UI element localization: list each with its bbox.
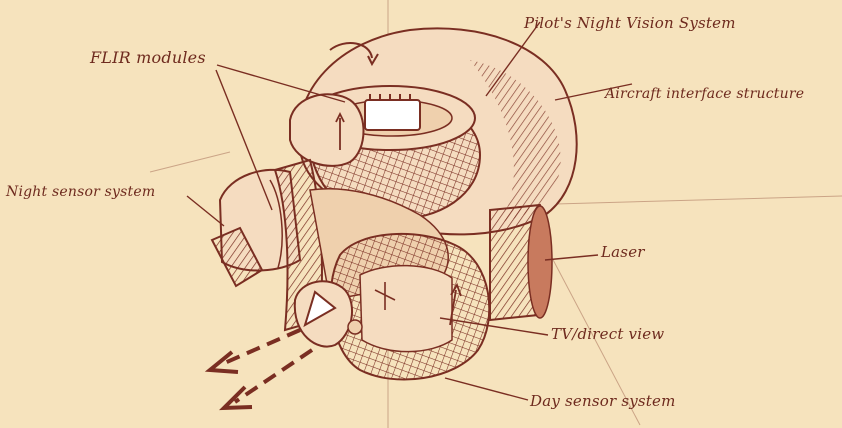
day-sensor-system-shape (330, 234, 489, 380)
label-tv-direct-view: TV/direct view (551, 325, 664, 343)
laser-shape (490, 205, 552, 320)
label-laser: Laser (601, 243, 645, 261)
label-pilots-night-vision-system: Pilot's Night Vision System (524, 14, 736, 32)
label-flir-modules: FLIR modules (90, 48, 206, 67)
flir-dome (290, 94, 364, 166)
label-day-sensor-system: Day sensor system (530, 392, 676, 410)
output-arrows (210, 330, 312, 408)
label-night-sensor-system: Night sensor system (6, 184, 155, 200)
label-aircraft-interface-structure: Aircraft interface structure (605, 86, 804, 102)
